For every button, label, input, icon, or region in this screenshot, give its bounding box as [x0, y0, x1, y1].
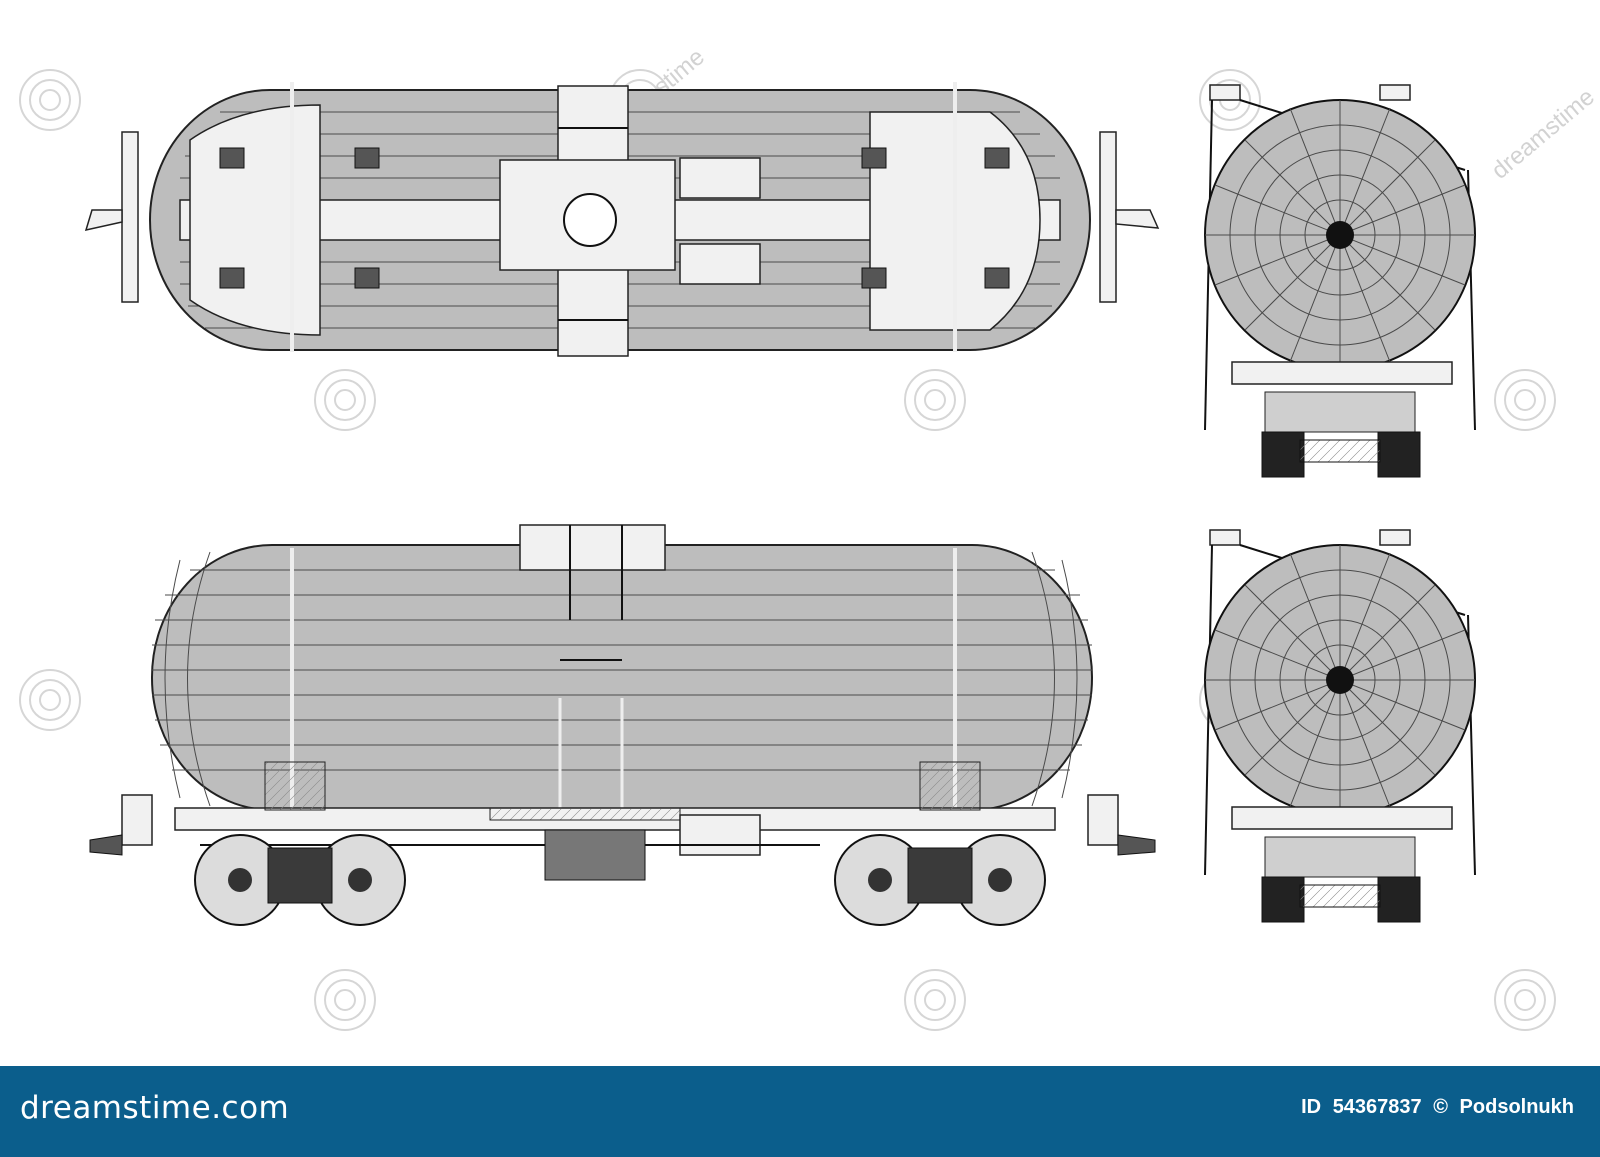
footer-bar: dreamstime.com ID 54367837 © Podsolnukh: [0, 1066, 1600, 1157]
dome-hatch: [563, 193, 617, 247]
coupler-left-side: [89, 834, 123, 856]
bogie-outline-left: [189, 104, 321, 336]
id-value: 54367837: [1332, 1096, 1422, 1118]
spiral-watermark-icon: [314, 969, 376, 1031]
spiral-watermark-icon: [1494, 969, 1556, 1031]
spiral-watermark-icon: [904, 969, 966, 1031]
coupler-right-side: [1117, 834, 1156, 856]
image-credit: ID 54367837 © Podsolnukh: [1295, 1096, 1574, 1119]
brand-logo-text[interactable]: dreamstime.com: [20, 1090, 290, 1126]
bogie-right: [834, 834, 1046, 926]
coupler-left: [84, 209, 123, 232]
end-platform: [1231, 806, 1453, 830]
id-label: ID: [1301, 1096, 1322, 1118]
drawing-canvas: dreamstime dreamstime dreamstime dreamst…: [19, 43, 1600, 1031]
wheel-left: [1261, 431, 1305, 478]
top-view: [84, 82, 1160, 357]
spiral-watermark-icon: [314, 369, 376, 431]
buffer-beam-left: [121, 131, 139, 303]
buffer-left: [121, 794, 153, 846]
author-name[interactable]: Podsolnukh: [1459, 1096, 1574, 1118]
coupler-right: [1115, 209, 1160, 229]
wheel-right: [1377, 431, 1421, 478]
technical-drawing: dreamstime dreamstime dreamstime dreamst…: [19, 43, 1600, 1031]
end-view-front: [1204, 84, 1476, 478]
side-view: [89, 524, 1156, 926]
wheel-right: [1377, 876, 1421, 923]
spiral-watermark-icon: [1494, 369, 1556, 431]
watermark-text: dreamstime: [1487, 83, 1600, 184]
end-platform: [1231, 361, 1453, 385]
copyright-symbol: ©: [1433, 1096, 1448, 1118]
bogie-left: [194, 834, 406, 926]
end-view-rear: [1204, 529, 1476, 923]
handrail-platform: [519, 524, 666, 571]
spiral-watermark-icon: [19, 669, 81, 731]
spiral-watermark-icon: [904, 369, 966, 431]
air-reservoir: [679, 814, 761, 856]
spiral-watermark-icon: [19, 69, 81, 131]
wheel-left: [1261, 876, 1305, 923]
buffer-beam-right: [1099, 131, 1117, 303]
buffer-right: [1087, 794, 1119, 846]
